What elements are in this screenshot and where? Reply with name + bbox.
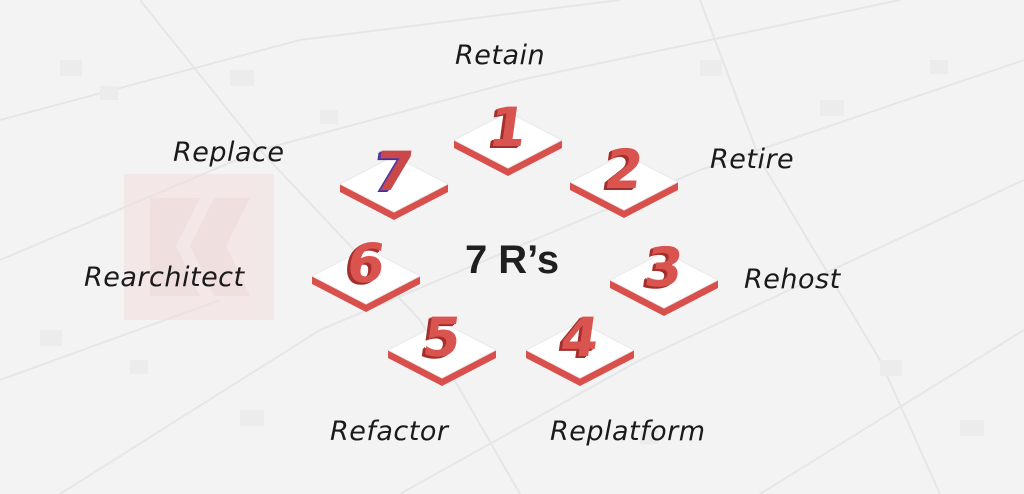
step-number-1: 1 (484, 96, 532, 159)
step-number-4: 4 (556, 306, 604, 369)
step-tile-4: 4 (520, 306, 640, 402)
label-retain: Retain (455, 40, 546, 71)
label-replatform: Replatform (550, 416, 706, 447)
label-replace: Replace (173, 137, 285, 168)
label-rearchitect: Rearchitect (84, 262, 245, 293)
step-tile-3: 3 (604, 236, 724, 332)
step-tile-5: 5 (382, 306, 502, 402)
step-number-7: 7 (370, 140, 418, 203)
watermark-logo (124, 174, 274, 320)
label-retire: Retire (710, 144, 795, 175)
step-tile-6: 6 (306, 232, 426, 328)
step-tile-1: 1 (448, 96, 568, 192)
diagram-title: 7 R’s (464, 238, 560, 282)
step-tile-2: 2 (564, 138, 684, 234)
step-tile-7: 7 (334, 140, 454, 236)
label-refactor: Refactor (330, 416, 449, 447)
label-rehost: Rehost (744, 264, 841, 295)
step-number-2: 2 (600, 138, 648, 201)
